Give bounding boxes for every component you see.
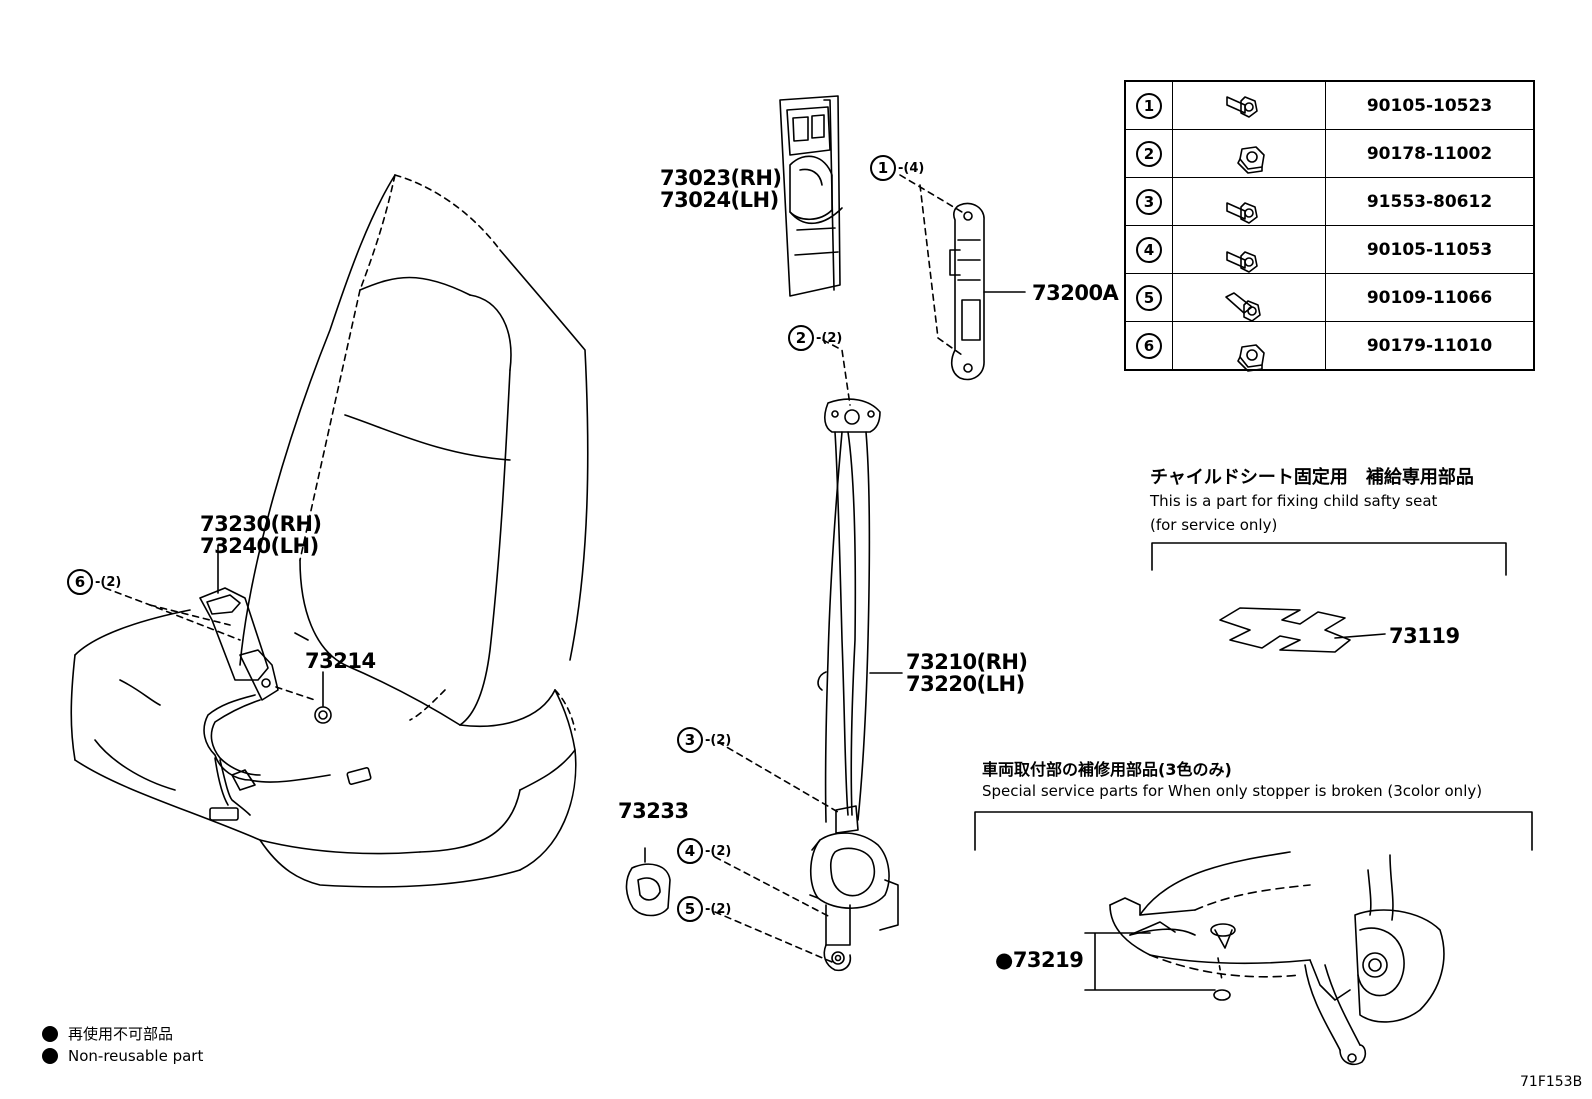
- leader-73119: [1334, 633, 1386, 639]
- row-number: 6: [1136, 332, 1162, 359]
- leader-73219: [1084, 932, 1216, 991]
- callout-5: 5-(2): [677, 896, 731, 922]
- child-seat-part-73119: [1219, 607, 1351, 653]
- callout-4: 4-(2): [677, 838, 731, 864]
- table-row: 2 90178-11002: [1124, 129, 1535, 178]
- nut-icon: [1172, 129, 1326, 178]
- retractor-cover: [779, 95, 843, 297]
- row-number: 4: [1136, 236, 1162, 263]
- cover-73214: [314, 706, 332, 724]
- label-73233: 73233: [618, 799, 689, 823]
- row-number: 3: [1136, 188, 1162, 215]
- part-number: 90105-11053: [1325, 225, 1535, 274]
- callout-2: 2-(2): [788, 325, 842, 351]
- bolt-icon: [1172, 80, 1326, 130]
- part-number: 90179-11010: [1325, 321, 1535, 371]
- shoulder-bolt-icon: [1172, 273, 1326, 322]
- figure-code: 71F153B: [1520, 1074, 1583, 1090]
- label-73214: 73214: [305, 649, 376, 673]
- leader-lines-seat-solid: [217, 544, 324, 707]
- table-row: 5 90109-11066: [1124, 273, 1535, 322]
- leader-lines-belt: [714, 339, 851, 963]
- row-number: 1: [1136, 92, 1162, 119]
- label-retractor-cover-rh: 73023(RH): [660, 166, 782, 190]
- stopper-detail: [1109, 851, 1445, 1066]
- label-belt-assy-lh: 73220(LH): [906, 672, 1025, 696]
- bolt-icon: [1172, 177, 1326, 226]
- label-anchor-adjuster: 73200A: [1032, 281, 1119, 305]
- part-number: 90109-11066: [1325, 273, 1535, 322]
- label-73219: ●73219: [995, 948, 1084, 972]
- seat-belt-buckle: [199, 587, 372, 821]
- callout-6: 6-(2): [67, 569, 121, 595]
- label-buckle-lh: 73240(LH): [200, 534, 319, 558]
- shoulder-anchor-adjuster: [949, 202, 1026, 381]
- seat-outline: [70, 174, 589, 888]
- cap-73233: [625, 847, 671, 917]
- table-row: 6 90179-11010: [1124, 321, 1535, 371]
- label-retractor-cover-lh: 73024(LH): [660, 188, 779, 212]
- row-number: 5: [1136, 284, 1162, 311]
- bullet-icon: [42, 1025, 58, 1042]
- part-number: 91553-80612: [1325, 177, 1535, 226]
- table-row: 3 91553-80612: [1124, 177, 1535, 226]
- child-seat-note-en2: (for service only): [1150, 516, 1278, 534]
- seat-belt-assembly: [809, 398, 899, 972]
- label-buckle-rh: 73230(RH): [200, 512, 322, 536]
- leader-lines-seat: [104, 587, 316, 701]
- legend-jp: 再使用不可部品: [42, 1023, 173, 1044]
- bolt-icon: [1172, 225, 1326, 274]
- parts-table: 1 90105-10523 2 90178-11002 3 91553-8061…: [1124, 80, 1535, 371]
- bullet-icon: [42, 1048, 58, 1064]
- child-seat-note-en1: This is a part for fixing child safty se…: [1150, 492, 1438, 510]
- callout-3: 3-(2): [677, 727, 731, 753]
- part-number: 90105-10523: [1325, 80, 1535, 130]
- table-row: 1 90105-10523: [1124, 80, 1535, 130]
- stopper-note-jp: 車両取付部の補修用部品(3色のみ): [982, 760, 1232, 779]
- part-number: 90178-11002: [1325, 129, 1535, 178]
- child-seat-note-jp: チャイルドシート固定用 補給専用部品: [1150, 467, 1474, 488]
- legend-en: Non-reusable part: [42, 1047, 203, 1065]
- stopper-note-en: Special service parts for When only stop…: [982, 782, 1483, 800]
- label-belt-assy-rh: 73210(RH): [906, 650, 1028, 674]
- leader-lines-adjuster: [899, 174, 963, 356]
- stopper-bracket: [974, 811, 1533, 851]
- row-number: 2: [1136, 140, 1162, 167]
- nut-icon: [1172, 321, 1326, 371]
- callout-1: 1-(4): [870, 155, 924, 181]
- child-seat-bracket: [1151, 542, 1507, 576]
- table-row: 4 90105-11053: [1124, 225, 1535, 274]
- label-73119: 73119: [1389, 624, 1460, 648]
